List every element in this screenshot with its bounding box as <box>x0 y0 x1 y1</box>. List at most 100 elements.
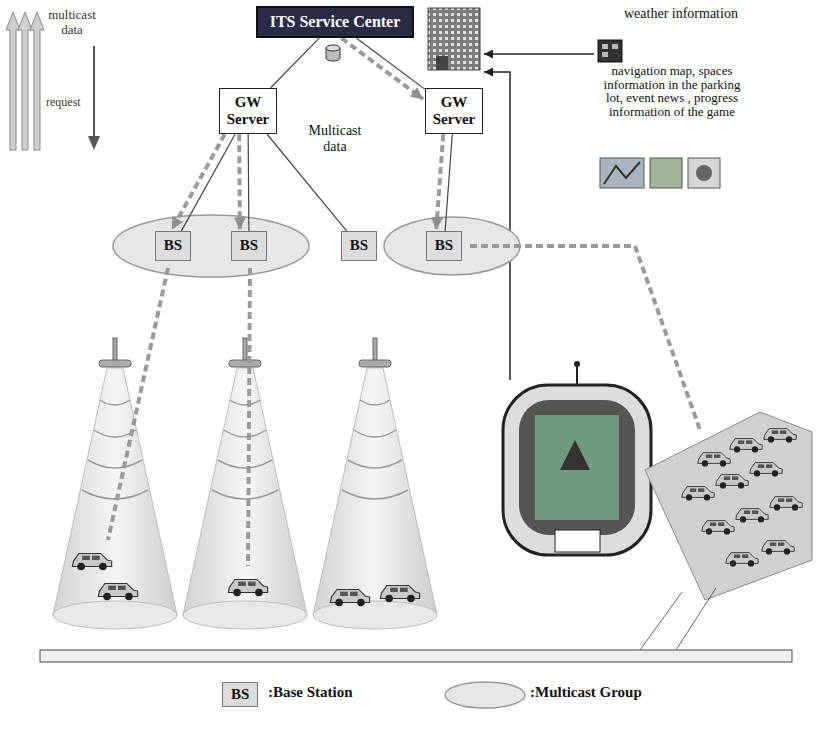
network-link <box>445 134 452 231</box>
parking-lot <box>682 487 714 501</box>
content-icons <box>604 162 640 184</box>
service-center-box: ITS Service Center <box>256 6 415 38</box>
multicast-label: Multicast data <box>306 122 365 156</box>
flow-label: request <box>46 96 81 110</box>
multicast-arrow <box>342 38 424 99</box>
radio-cells <box>218 460 272 468</box>
multicast-links <box>108 246 700 566</box>
radio-cells <box>330 589 369 606</box>
stadium <box>555 530 600 552</box>
multicast-arrow <box>436 134 443 229</box>
radio-cells <box>229 360 261 367</box>
multicast-group <box>113 215 309 277</box>
request-arrows <box>18 12 32 150</box>
weather-building <box>484 40 622 62</box>
radio-cells <box>98 583 137 600</box>
gateway-server-box: GW Server <box>219 88 277 135</box>
node-text: BS <box>240 237 258 254</box>
service-center-building <box>428 8 480 70</box>
radio-cells <box>348 460 402 468</box>
road <box>40 650 792 662</box>
content-icons <box>600 158 644 188</box>
base-station-box: BS <box>341 231 377 260</box>
radio-cells <box>53 338 437 629</box>
parking-lot <box>702 521 734 535</box>
content-icons <box>600 158 720 188</box>
weather-building <box>484 53 594 55</box>
radio-cells <box>183 368 307 615</box>
radio-cells <box>72 553 111 570</box>
multicast-group <box>384 217 520 275</box>
weather-building <box>602 44 608 49</box>
parking-lot <box>736 509 768 523</box>
node-text: BS <box>350 237 368 254</box>
request-arrows <box>30 12 44 150</box>
legend-group-sample <box>445 682 525 708</box>
radio-cells <box>99 360 131 367</box>
gateway-server-box: GW Server <box>425 88 483 135</box>
network-router <box>326 45 340 61</box>
parking-lot <box>750 463 782 477</box>
radio-cells <box>380 585 419 602</box>
parking-lot <box>640 592 682 650</box>
radio-cells <box>354 430 396 437</box>
radio-cells <box>53 368 177 615</box>
flow-label: multicast data <box>48 8 96 38</box>
radio-cells <box>183 601 307 629</box>
service-center-building <box>428 8 480 70</box>
parking-lot <box>716 475 748 489</box>
radio-cells <box>212 490 278 499</box>
radio-cells <box>82 400 408 499</box>
stadium <box>574 361 580 367</box>
service-center-building <box>436 56 448 70</box>
multicast-arrow <box>93 46 95 138</box>
stadium <box>503 385 651 555</box>
legend-text: :Base Station <box>268 684 353 701</box>
radio-cells <box>53 601 177 629</box>
node-text: BS <box>435 237 453 254</box>
parking-lot <box>698 453 730 467</box>
node-text: GW Server <box>227 94 269 129</box>
legend-group-sample <box>445 682 525 708</box>
parking-lot <box>676 588 716 650</box>
node-text: BS <box>164 237 182 254</box>
weather-building <box>598 40 622 62</box>
stadium <box>560 440 590 470</box>
stadium <box>535 415 619 520</box>
radio-cells <box>359 360 391 367</box>
radio-cells <box>360 400 390 405</box>
content-list: navigation map, spaces information in th… <box>597 64 747 119</box>
network-link <box>248 134 250 231</box>
request-arrows <box>6 12 20 150</box>
parking-lot <box>726 553 758 567</box>
base-station-box: BS <box>155 231 191 260</box>
radio-cells <box>99 338 391 367</box>
radio-cells <box>313 601 437 629</box>
network-link <box>181 134 235 231</box>
multicast-arrow <box>88 46 100 150</box>
radio-cells <box>82 490 148 499</box>
radio-cells <box>230 400 260 405</box>
radio-cells <box>228 579 267 596</box>
content-icons <box>688 158 720 188</box>
multicast-links <box>108 268 168 540</box>
source-label: weather information <box>624 6 738 22</box>
stadium <box>503 361 651 555</box>
base-station-box: BS <box>426 231 462 260</box>
radio-cells <box>224 430 266 437</box>
legend-text: :Multicast Group <box>530 684 642 701</box>
content-icons <box>650 158 682 188</box>
network-router <box>326 45 340 51</box>
base-station-box: BS <box>231 231 267 260</box>
content-icons <box>696 165 712 181</box>
parking-lot <box>770 497 802 511</box>
multicast-links <box>248 268 250 566</box>
radio-cells <box>342 490 408 499</box>
multicast-arrow <box>88 136 100 150</box>
legend-sample-box: BS <box>222 682 258 707</box>
weather-building <box>602 52 608 57</box>
parking-lot <box>730 439 762 453</box>
radio-cells <box>88 460 142 468</box>
parking-lot <box>764 429 796 443</box>
network-link <box>271 38 319 88</box>
